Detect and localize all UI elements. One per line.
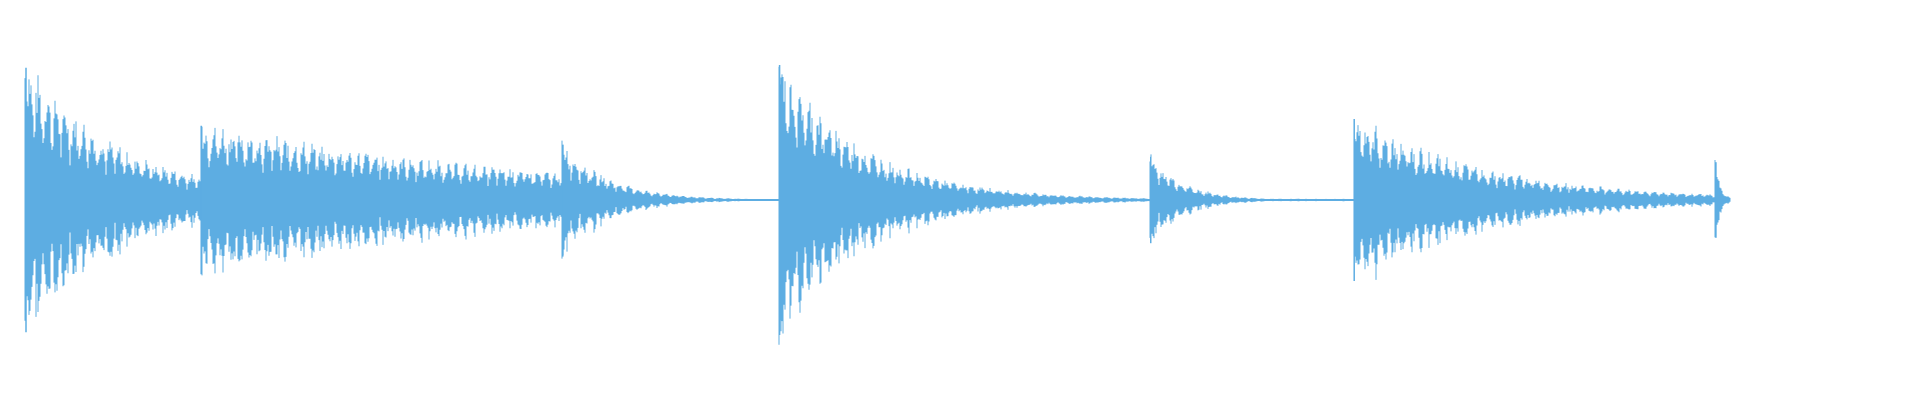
waveform-path xyxy=(24,66,1731,345)
waveform-samples xyxy=(24,65,1731,345)
